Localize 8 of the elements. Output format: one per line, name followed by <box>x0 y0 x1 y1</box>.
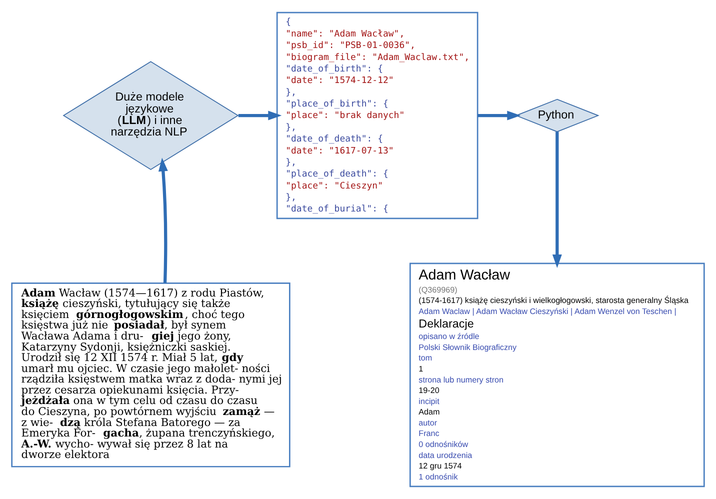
node-diamond: Duże modele językowe (LLM) i inne narzędzia NLP <box>62 61 239 170</box>
arrow <box>158 158 168 284</box>
node-box: Adam Wacław (Q369969) (1574-1617) książę cieszyński i wielkogłogowski, starosta generalny Śląska Adam Waclaw | Adam Wacław Cieszyński | Adam Wenzel von Teschen | Deklaracje opisano w źródle Polski Słownik Biograficzny tom 1 strona lub numery stron 19-20 incipit Adam autor Franc 0 odnośników data urodzenia 12 gru 1574 1 odnośnik <box>409 262 705 488</box>
arrow <box>552 132 562 268</box>
arrow <box>238 110 282 120</box>
arrow <box>478 110 521 120</box>
node-box: { "name": "Adam Wacław", "psb_id": "PSB-01-0036", "biogram_file": "Adam_Waclaw.txt", "date_of_birth": { "date": "1574-12-12" }, "place_of_birth": { "place": "brak danych" }, "date_of_death": { "date": "1617-07-13" }, "place_of_death": { "place": "Cieszyn" }, "date_of_burial": { <box>276 12 478 220</box>
node-box: Adam Wacław (1574—1617) z rodu Piastów, książę cieszyński, tytułujący się także księciem górnogłogowskim, choć tego księstwa już nie posiadał, był synem Wacława Adama i dru- giej jego żony, Katarzyny Sydonji, księżniczki saskiej. Urodził się 12 XII 1574 r. Miał 5 lat, gdy umarł mu ojciec. W czasie jego małolet- ności rządziła księstwem matka wraz z doda- nymi jej przez cesarza opiekunami księcia. Przy- jeżdżała ona w tym celu od czasu do czasu do Cieszyna, po powtórnem wyjściu zamąż — z wie- dzą króla Stefana Batorego — za Emeryka For- gacha, żupana trenczyńskiego, A.-W. wycho- wywał się przez 8 lat na dworze elektora <box>11 282 290 468</box>
